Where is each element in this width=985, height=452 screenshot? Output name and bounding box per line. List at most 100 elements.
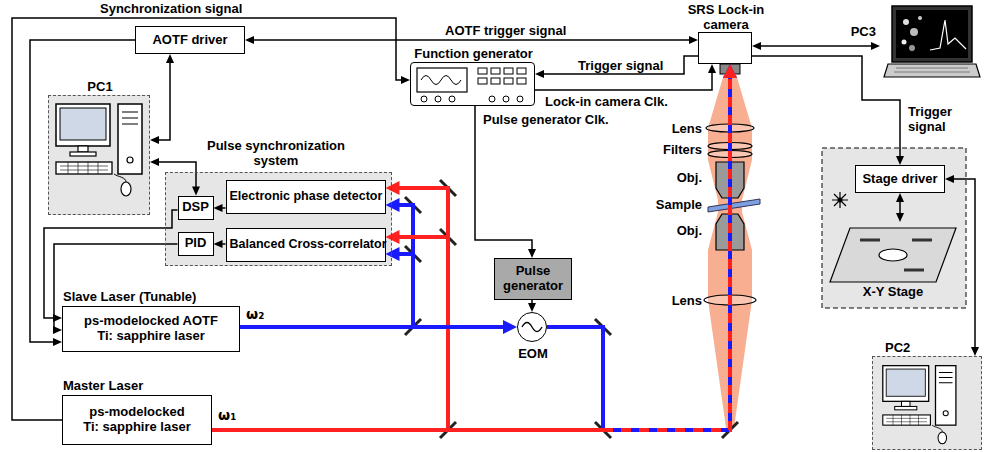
node-heading: SRS Lock-in camera bbox=[679, 2, 773, 32]
node-heading: PC2 bbox=[885, 340, 925, 355]
driver-box: AOTF driver bbox=[135, 26, 245, 54]
laser-beam bbox=[212, 181, 448, 430]
function-generator-face bbox=[449, 96, 455, 102]
node-heading: PC3 bbox=[844, 24, 876, 39]
arrowhead bbox=[752, 42, 761, 50]
beam-path bbox=[547, 74, 730, 430]
frequency-label: ω₂ bbox=[246, 306, 286, 323]
node-heading: EOM bbox=[503, 346, 563, 361]
optics-label: Lens bbox=[642, 293, 702, 308]
beam-path bbox=[240, 325, 507, 329]
function-generator-face bbox=[478, 78, 487, 84]
arrowhead bbox=[708, 64, 716, 73]
arrowhead bbox=[150, 136, 159, 144]
arrowhead bbox=[971, 347, 979, 356]
laptop-icon bbox=[910, 28, 918, 36]
arrowhead bbox=[192, 187, 200, 196]
signal-label: Pulse generator Clk. bbox=[483, 112, 623, 127]
laptop-icon bbox=[894, 68, 970, 72]
wire-path bbox=[535, 70, 712, 90]
arrowhead bbox=[150, 158, 159, 166]
optics-label: Sample bbox=[642, 197, 702, 212]
wire-path bbox=[758, 45, 873, 47]
function-generator-face bbox=[489, 96, 495, 102]
arrowhead bbox=[386, 198, 400, 212]
node-text: ps-modelocked AOTF Ti: sapphire laser bbox=[81, 314, 221, 344]
stage: X-Y Stage bbox=[828, 222, 958, 302]
arrowhead bbox=[245, 36, 254, 44]
arrowhead bbox=[166, 54, 174, 63]
signal-label: Trigger signal bbox=[908, 104, 968, 134]
node-text: PID bbox=[185, 236, 207, 251]
signal-line bbox=[535, 56, 698, 78]
beam-path bbox=[240, 205, 413, 327]
stage-plate bbox=[830, 228, 956, 282]
node-heading: Pulse synchronization system bbox=[201, 138, 351, 168]
node-text: Balanced Cross-correlator bbox=[230, 237, 382, 251]
node-text: Electronic phase detector bbox=[230, 189, 382, 203]
optics-label: Obj. bbox=[642, 223, 702, 238]
laser-beam bbox=[240, 320, 517, 334]
wire-path bbox=[156, 162, 196, 189]
signal-line bbox=[896, 193, 904, 222]
region-fill bbox=[822, 148, 966, 308]
node-text: DSP bbox=[182, 200, 209, 215]
arrowhead bbox=[896, 193, 904, 202]
function-generator-face bbox=[421, 96, 427, 102]
function-generator-face bbox=[504, 78, 513, 84]
optics-label: Lens bbox=[642, 121, 702, 136]
arrowhead bbox=[723, 64, 737, 78]
node-heading: Master Laser bbox=[63, 378, 213, 393]
laptop-icon bbox=[884, 64, 980, 77]
sync-system-group: Pulse synchronization systemDSPElectroni… bbox=[165, 172, 392, 266]
microscope bbox=[708, 199, 760, 212]
arrowhead bbox=[871, 42, 880, 50]
pulse-generator-box: Pulse generator bbox=[494, 258, 572, 300]
signal-label: AOTF trigger signal bbox=[445, 23, 585, 38]
wire-path bbox=[12, 18, 404, 420]
camera-box: SRS Lock-in camera bbox=[698, 32, 752, 64]
function-generator-face bbox=[517, 78, 526, 84]
wire-path bbox=[251, 39, 691, 41]
signal-line bbox=[12, 18, 410, 420]
stage-plate bbox=[879, 249, 907, 261]
signal-line bbox=[150, 158, 200, 196]
wire-path bbox=[951, 179, 975, 350]
wire-path bbox=[752, 56, 900, 159]
signal-line bbox=[214, 240, 226, 248]
laptop: PC3 bbox=[880, 4, 980, 84]
function-generator-face bbox=[517, 68, 526, 74]
beam-path bbox=[212, 428, 603, 432]
process-box: PID bbox=[178, 232, 214, 256]
beam-path bbox=[240, 254, 413, 327]
signal-line bbox=[528, 300, 536, 312]
arrowhead bbox=[401, 76, 410, 84]
wire-path bbox=[541, 56, 698, 74]
arrowhead bbox=[53, 326, 62, 334]
laptop-icon bbox=[909, 45, 915, 51]
function-generator-face bbox=[435, 96, 441, 102]
wire-path bbox=[475, 106, 532, 252]
laptop-icon bbox=[892, 6, 972, 62]
process-box: Balanced Cross-correlator bbox=[226, 228, 386, 262]
function-generator: Function generator bbox=[410, 62, 535, 106]
region-fill bbox=[48, 95, 982, 450]
function-generator-face bbox=[417, 68, 467, 92]
arrowhead bbox=[723, 64, 737, 78]
driver-box: Stage driver bbox=[855, 165, 945, 193]
node-text: Stage driver bbox=[862, 172, 937, 187]
computer-icon bbox=[56, 104, 142, 196]
node-heading: PC1 bbox=[49, 79, 151, 94]
arrowhead bbox=[214, 240, 223, 248]
node-text: AOTF driver bbox=[152, 33, 227, 48]
laser-beam bbox=[240, 198, 413, 327]
arrowhead bbox=[214, 204, 223, 212]
stage-plate bbox=[838, 198, 843, 203]
frequency-label: ω₁ bbox=[218, 407, 258, 424]
mirror bbox=[405, 180, 738, 438]
laptop-icon bbox=[903, 19, 909, 25]
eom-symbol bbox=[517, 312, 547, 342]
arrowhead bbox=[386, 181, 400, 195]
arrowhead bbox=[503, 320, 517, 334]
